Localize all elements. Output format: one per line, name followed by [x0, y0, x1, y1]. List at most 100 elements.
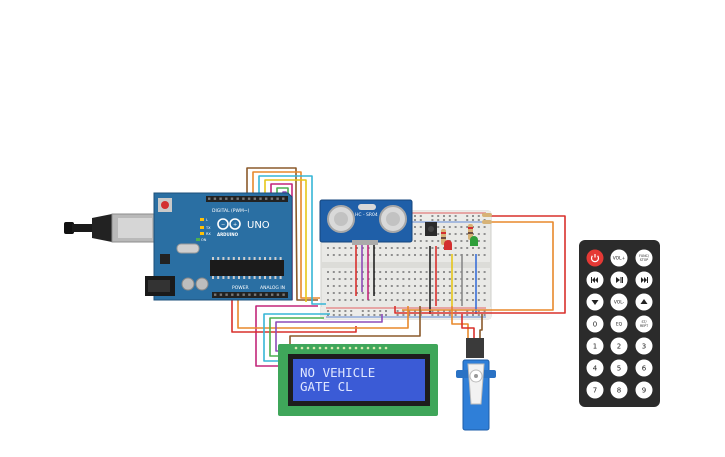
breadboard-hole [414, 254, 416, 256]
remote-button-5-2[interactable]: 6 [635, 359, 653, 377]
remote-button-4-1[interactable]: 2 [610, 337, 628, 355]
remote-button-6-1[interactable]: 8 [610, 381, 628, 399]
breadboard-hole [477, 247, 480, 249]
arduino-uno[interactable]: DIGITAL (PWM~) TX RX L − + ARDUINO UNO O… [64, 192, 293, 301]
remote-button-cap[interactable] [586, 315, 604, 333]
lcd-pin [366, 346, 370, 350]
breadboard-hole [327, 278, 329, 280]
remote-button-0-1[interactable]: VOL+ [610, 249, 628, 267]
remote-button-5-1[interactable]: 5 [610, 359, 628, 377]
resistor-3[interactable] [482, 213, 492, 217]
remote-button-cap[interactable] [586, 249, 604, 267]
remote-button-cap[interactable] [635, 359, 653, 377]
servo-motor[interactable] [456, 338, 496, 431]
wire-lcd-purple[interactable] [275, 314, 383, 352]
breadboard-hole [356, 254, 358, 256]
wire-lcd-orange[interactable] [237, 300, 409, 329]
power-icon [590, 255, 600, 263]
down-arrow-icon [591, 300, 599, 305]
wire-lcd-cyan[interactable] [263, 313, 330, 362]
digital-header[interactable] [206, 196, 288, 202]
wire-red-right[interactable] [394, 215, 566, 314]
remote-button-cap[interactable] [586, 359, 604, 377]
logo-ring-right [229, 218, 241, 230]
breadboard-hole [419, 226, 422, 228]
remote-button-1-1[interactable] [610, 271, 628, 289]
breadboard-rail-hole [379, 310, 382, 312]
header-pin [208, 197, 211, 200]
remote-button-cap[interactable] [610, 249, 628, 267]
lcd-pin [384, 346, 388, 350]
remote-button-cap[interactable] [610, 293, 628, 311]
lcd-pin [294, 346, 298, 350]
remote-button-cap[interactable] [635, 315, 653, 333]
rx-led [200, 232, 204, 235]
remote-button-2-0[interactable] [586, 293, 604, 311]
wire-brown[interactable] [246, 167, 318, 301]
breadboard-hole [443, 254, 445, 256]
remote-button-cap[interactable] [635, 249, 653, 267]
ultrasonic-sensor[interactable]: HC - SR04 [319, 199, 413, 245]
resistor-4[interactable] [482, 220, 492, 224]
breadboard-hole [437, 247, 440, 249]
breadboard-hole [477, 292, 480, 294]
remote-button-3-2[interactable]: ST/REPT [635, 315, 653, 333]
reset-button-cap[interactable] [161, 201, 169, 209]
remote-button-cap[interactable] [610, 337, 628, 355]
lcd-module[interactable]: NO VEHICLE GATE CL [278, 344, 438, 416]
remote-button-cap[interactable] [635, 337, 653, 355]
resistor-2[interactable] [468, 224, 473, 240]
red-led[interactable] [444, 240, 452, 250]
dc-jack-inner [148, 280, 170, 292]
remote-button-cap[interactable] [610, 359, 628, 377]
remote-button-cap[interactable] [586, 337, 604, 355]
remote-button-4-0[interactable]: 1 [586, 337, 604, 355]
wire-yellow-top[interactable] [264, 179, 307, 302]
remote-button-label: 9 [642, 387, 646, 395]
wire-lcd-red[interactable] [231, 300, 357, 333]
wire-lcd-brown[interactable] [289, 306, 421, 345]
remote-button-1-0[interactable] [586, 271, 604, 289]
chip-pins [212, 257, 282, 279]
remote-button-5-0[interactable]: 4 [586, 359, 604, 377]
remote-button-4-2[interactable]: 3 [635, 337, 653, 355]
green-led[interactable] [470, 236, 478, 246]
breadboard-hole [425, 292, 428, 294]
atmega-chip [210, 260, 284, 276]
wire-lcd-magenta[interactable] [255, 305, 318, 367]
remote-button-6-0[interactable]: 7 [586, 381, 604, 399]
remote-button-6-2[interactable]: 9 [635, 381, 653, 399]
ir-receiver[interactable] [425, 222, 437, 236]
chip-pin [248, 257, 251, 260]
wire-servo-orange[interactable] [451, 306, 469, 340]
breadboard-hole [483, 278, 486, 280]
remote-button-cap[interactable] [610, 315, 628, 333]
remote-button-1-2[interactable] [635, 271, 653, 289]
wire-cyan-top[interactable] [258, 175, 326, 305]
remote-button-0-2[interactable]: FUNC/STOP [635, 249, 653, 267]
wire-servo-brown[interactable] [479, 314, 483, 340]
breadboard-hole [402, 285, 405, 287]
wire-orange-top[interactable] [252, 171, 320, 299]
remote-button-0-0[interactable] [586, 249, 604, 267]
wire-servo-red[interactable] [461, 314, 475, 340]
breadboard-hole [477, 240, 480, 242]
resistor-1[interactable] [441, 229, 446, 245]
remote-button-3-0[interactable]: 0 [586, 315, 604, 333]
wire-lcd-green[interactable] [269, 317, 324, 357]
remote-button-2-2[interactable] [635, 293, 653, 311]
header-pin [219, 293, 223, 296]
breadboard-hole [356, 299, 358, 301]
remote-button-cap[interactable] [610, 381, 628, 399]
remote-button-2-1[interactable]: VOL- [610, 293, 628, 311]
breadboard-hole [431, 278, 434, 280]
remote-button-cap[interactable] [586, 381, 604, 399]
on-label: ON [201, 238, 207, 242]
remote-button-3-1[interactable]: EQ [610, 315, 628, 333]
wire-orange-right[interactable] [402, 221, 554, 311]
breadboard-hole [443, 271, 445, 273]
breadboard-hole [379, 299, 382, 301]
chip-pin [232, 276, 235, 279]
remote-button-cap[interactable] [635, 381, 653, 399]
